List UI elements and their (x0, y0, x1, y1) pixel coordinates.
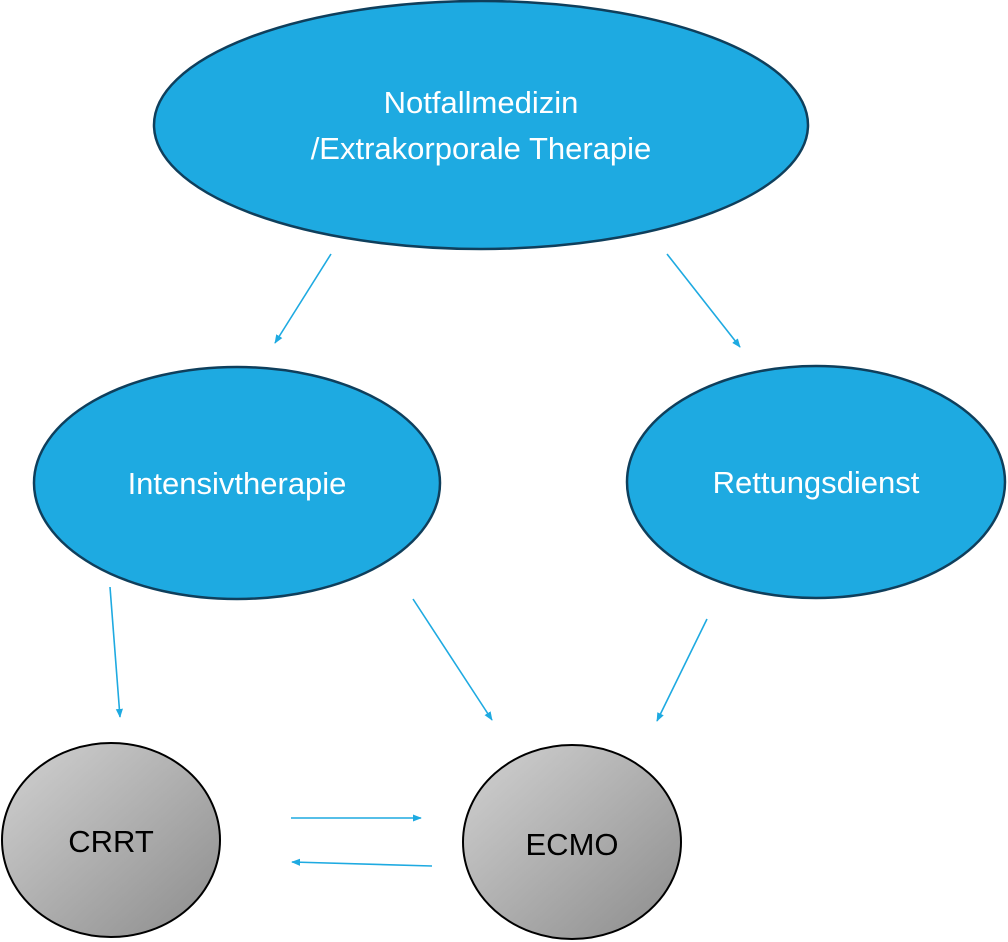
arrow-ecmo-to-crrt (291, 858, 433, 867)
node-rettungsdienst-shape (625, 364, 1007, 600)
node-intensivtherapie-label: Intensivtherapie (128, 466, 347, 501)
arrow-intensiv-to-ecmo (412, 598, 493, 721)
node-crrt: CRRT (1, 742, 221, 938)
node-rettungsdienst-label: Rettungsdienst (713, 465, 920, 500)
arrow-intensiv-to-crrt (109, 586, 123, 718)
arrow-top-to-rettung (666, 253, 741, 348)
node-notfallmedizin: Notfallmedizin /Extrakorporale Therapie (152, 0, 810, 251)
node-notfallmedizin-label-line1: Notfallmedizin (384, 85, 579, 120)
node-notfallmedizin-shape (152, 0, 810, 251)
node-crrt-shape (1, 742, 221, 938)
node-rettungsdienst: Rettungsdienst (625, 364, 1007, 600)
node-ecmo-label: ECMO (526, 827, 619, 862)
node-ecmo-shape (462, 744, 682, 940)
arrow-top-to-intensiv (274, 253, 332, 344)
node-intensivtherapie-shape (32, 365, 442, 601)
arrow-rettung-to-ecmo (656, 618, 708, 722)
node-intensivtherapie: Intensivtherapie (32, 365, 442, 601)
node-notfallmedizin-label-line2: /Extrakorporale Therapie (311, 131, 652, 166)
node-crrt-label: CRRT (68, 824, 154, 859)
arrows (109, 253, 741, 867)
node-ecmo: ECMO (462, 744, 682, 940)
